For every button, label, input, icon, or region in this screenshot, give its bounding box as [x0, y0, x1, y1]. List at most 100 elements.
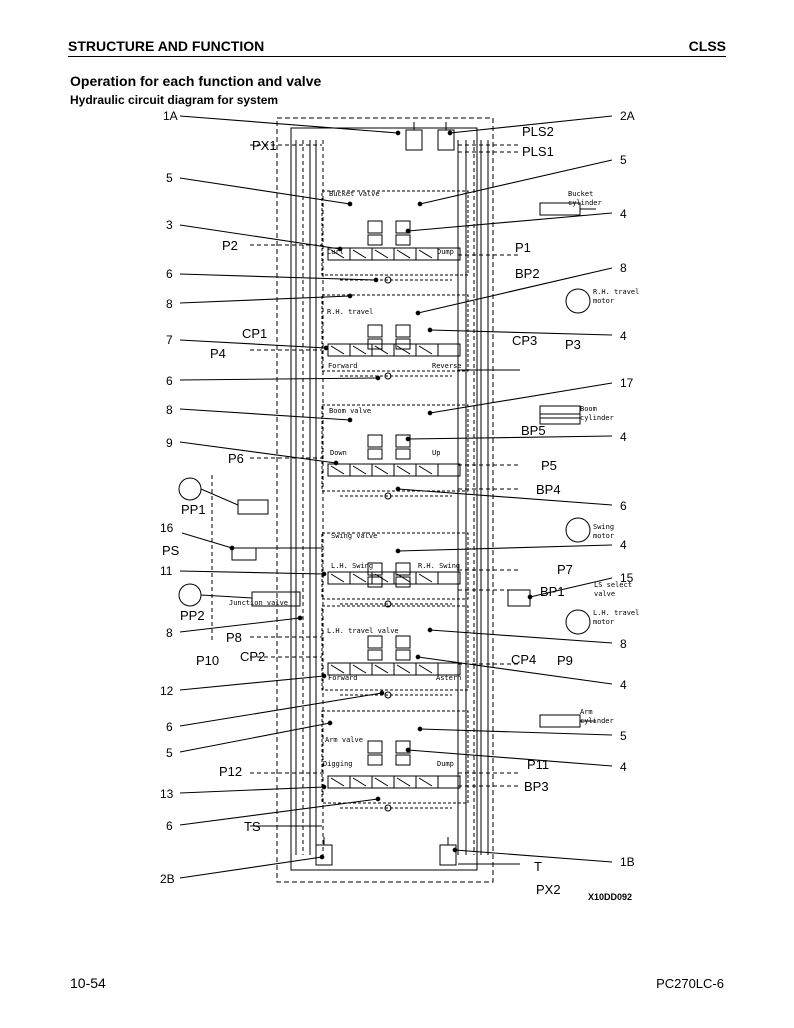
pilot-pump-pp1: [178, 477, 202, 501]
port-label: PX2: [536, 882, 561, 897]
port-label: PLS2: [522, 124, 554, 139]
callout-number: 13: [160, 787, 174, 801]
port-label: P12: [219, 764, 242, 779]
spool-arrow: [352, 664, 367, 674]
port-label: P7: [557, 562, 573, 577]
pilot-valve-block: [237, 499, 269, 515]
valve-section-label: Dump: [437, 248, 454, 256]
port-label: T: [534, 859, 542, 874]
machine-model: PC270LC-6: [656, 976, 724, 991]
leader-dot: [337, 246, 343, 252]
leader-line: [179, 786, 325, 794]
boom-cylinder: [539, 405, 581, 419]
leader-dot: [447, 130, 453, 136]
leader-dot: [395, 548, 401, 554]
unload-valve-1a: [405, 129, 423, 151]
callout-number: 8: [166, 403, 173, 417]
port-label: CP4: [511, 652, 536, 667]
leader-dot: [417, 201, 423, 207]
pilot-valve-block: [231, 547, 257, 561]
callout-number: 6: [166, 374, 173, 388]
leader-dot: [405, 747, 411, 753]
spool-arrow: [418, 249, 433, 259]
callout-number: 5: [166, 746, 173, 760]
leader-dot: [373, 277, 379, 283]
port-label: P3: [565, 337, 581, 352]
spool-arrow: [330, 777, 345, 787]
port-label: CP1: [242, 326, 267, 341]
leader-dot: [375, 796, 381, 802]
leader-dot: [395, 130, 401, 136]
pressure-comp-valve: [395, 338, 411, 350]
valve-section-label: Dump: [437, 760, 454, 768]
leader-line: [181, 532, 233, 549]
leader-dot: [347, 293, 353, 299]
spool-cell: [437, 662, 461, 676]
pressure-comp-valve: [395, 448, 411, 460]
valve-section-label: Curl: [327, 248, 344, 256]
header-chapter: CLSS: [688, 38, 726, 54]
spool-arrow: [352, 777, 367, 787]
junction-valve-body: [251, 591, 301, 607]
valve-block-outline: [276, 117, 494, 883]
pressure-comp-valve: [367, 649, 383, 661]
port-label: PS: [162, 543, 180, 558]
section-title: Operation for each function and valve: [70, 73, 322, 89]
callout-number: 8: [620, 637, 627, 651]
callout-number: 16: [160, 521, 174, 535]
callout-number: 5: [620, 153, 627, 167]
spool-arrow: [374, 777, 389, 787]
leader-dot: [297, 615, 303, 621]
spool-arrow: [396, 777, 411, 787]
arm-cylinder: [539, 714, 581, 728]
spool-arrow: [396, 345, 411, 355]
callout-number: 7: [166, 333, 173, 347]
leader-line: [179, 692, 383, 727]
pressure-comp-valve: [395, 649, 411, 661]
leader-dot: [323, 345, 329, 351]
relief-valve-2b: [315, 844, 333, 866]
valve-section-label: Digging: [323, 760, 353, 768]
leader-dot: [319, 854, 325, 860]
leader-line: [407, 212, 613, 232]
valve-section-label: Forward: [328, 362, 358, 370]
page-header: STRUCTURE AND FUNCTION CLSS: [68, 38, 726, 56]
leader-line: [179, 722, 331, 753]
leader-line: [179, 177, 351, 205]
valve-section-label: Down: [330, 449, 347, 457]
pressure-comp-valve: [367, 576, 383, 588]
leader-line: [529, 577, 613, 598]
spool-arrow: [396, 465, 411, 475]
valve-section-frame: [321, 190, 469, 276]
pressure-comp-valve: [367, 338, 383, 350]
leader-dot: [229, 545, 235, 551]
pressure-comp-valve: [367, 448, 383, 460]
port-label: CP2: [240, 649, 265, 664]
spool-arrow: [374, 345, 389, 355]
leader-dot: [379, 690, 385, 696]
spool-cell: [437, 463, 461, 477]
port-label: P6: [228, 451, 244, 466]
callout-number: 8: [166, 626, 173, 640]
valve-section-label: Junction valve: [229, 599, 288, 607]
spool-arrow: [352, 465, 367, 475]
spool-arrow: [374, 249, 389, 259]
callout-number: 12: [160, 684, 174, 698]
valve-section-label: Forward: [328, 674, 358, 682]
leader-line: [429, 329, 613, 336]
spool-arrow: [374, 465, 389, 475]
spool-arrow: [352, 345, 367, 355]
pilot-line: [200, 594, 253, 599]
leader-line: [429, 629, 613, 644]
valve-section-label: Up: [432, 449, 440, 457]
callout-number: 4: [620, 329, 627, 343]
boom-cylinder-2: [539, 413, 581, 425]
pilot-pump-pp2: [178, 583, 202, 607]
callout-number: 1A: [163, 109, 178, 123]
figure-code: X10DD092: [588, 892, 632, 902]
port-label: P4: [210, 346, 226, 361]
leader-dot: [375, 375, 381, 381]
spool-arrow: [330, 465, 345, 475]
callout-number: 5: [620, 729, 627, 743]
